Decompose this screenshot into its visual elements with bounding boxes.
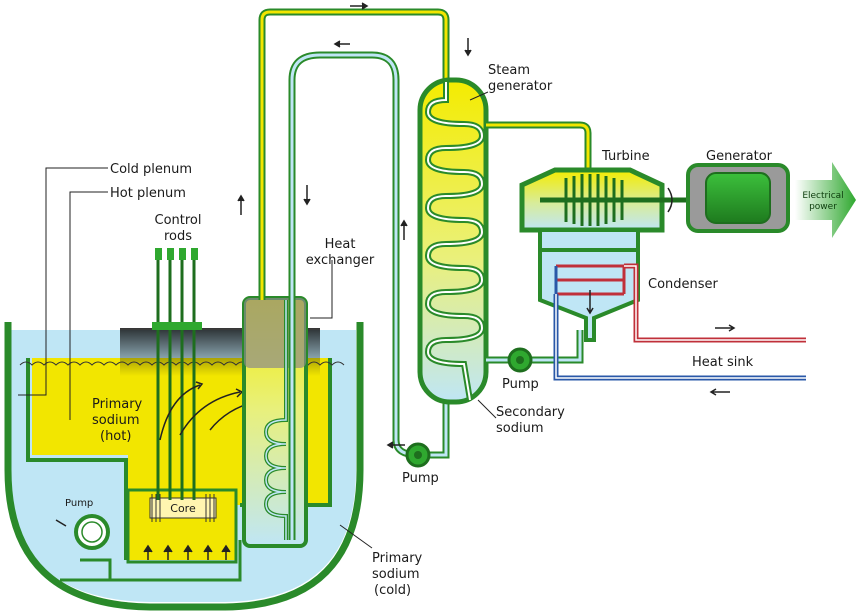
label-heat-exchanger-line2: exchanger	[306, 253, 375, 268]
label-generator: Generator	[706, 149, 773, 164]
label-secondary-sodium-line1: Secondary	[496, 405, 565, 420]
label-control-rods-line2: rods	[164, 229, 192, 244]
turbine	[519, 167, 700, 233]
label-steam-generator-line2: generator	[488, 79, 553, 94]
control-rods	[152, 248, 202, 500]
label-heat-exchanger-line1: Heat	[325, 237, 356, 252]
label-condenser: Condenser	[648, 277, 719, 292]
label-hot-plenum: Hot plenum	[110, 186, 186, 201]
steam-generator	[417, 77, 489, 405]
loop-arrows	[237, 2, 472, 449]
heat-exchanger	[242, 296, 308, 548]
label-electrical-power-line1: Electrical	[802, 191, 843, 201]
label-primary-cold-line1: Primary	[372, 551, 423, 566]
generator	[686, 163, 790, 233]
label-primary-hot-line2: sodium	[92, 413, 140, 428]
label-turbine: Turbine	[601, 149, 650, 164]
steam-circuit	[486, 121, 592, 364]
primary-pump	[55, 514, 112, 580]
label-core: Core	[170, 502, 196, 515]
label-primary-cold-line3: (cold)	[374, 583, 411, 598]
label-secondary-sodium-line2: sodium	[496, 421, 544, 436]
heat-sink-pipes	[553, 263, 806, 396]
label-electrical-power-line2: power	[809, 202, 837, 212]
label-heat-sink: Heat sink	[692, 355, 754, 370]
label-steam-generator-line1: Steam	[488, 63, 530, 78]
electrical-power-arrow	[795, 162, 856, 238]
label-pump-intermediate: Pump	[402, 471, 439, 486]
label-pump-primary: Pump	[65, 498, 93, 509]
label-primary-hot-line1: Primary	[92, 397, 143, 412]
feedwater-pump	[507, 347, 533, 373]
label-control-rods-line1: Control	[155, 213, 202, 228]
leader-lines	[18, 91, 497, 549]
label-pump-feedwater: Pump	[502, 377, 539, 392]
intermediate-pump	[405, 442, 431, 468]
label-primary-cold-line2: sodium	[372, 567, 420, 582]
label-cold-plenum: Cold plenum	[110, 162, 192, 177]
label-primary-hot-line3: (hot)	[100, 429, 131, 444]
